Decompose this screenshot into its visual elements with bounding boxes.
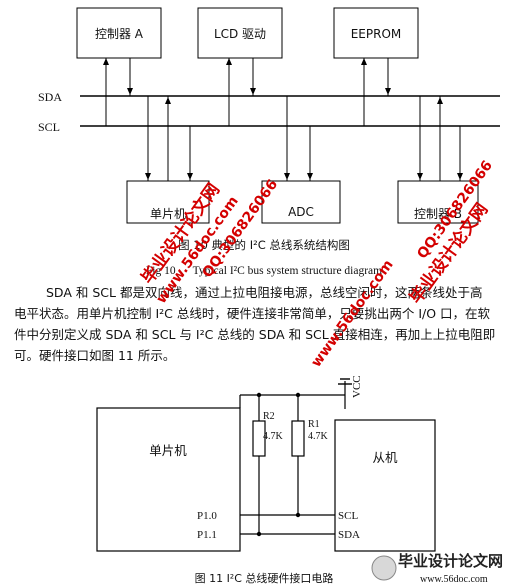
fig10-adc-box (261, 180, 341, 224)
body-line-4: 可。硬件接口如图 11 所示。 (14, 348, 176, 363)
fig10-label-controller-b: 控制器 B (414, 207, 462, 221)
fig10-controller-b-box (397, 180, 479, 224)
fig11-diagram (96, 381, 436, 552)
fig11-label-sda: SDA (338, 529, 360, 541)
fig10-label-mcu: 单片机 (150, 207, 186, 221)
fig11-mcu-box (96, 407, 241, 552)
resistor-r1 (291, 420, 305, 457)
fig11-label-vcc: VCC (351, 375, 363, 398)
fig10-controller-a-box (76, 7, 162, 59)
fig10-label-controller-a: 控制器 A (95, 27, 144, 41)
scl-line-label: SCL (38, 120, 60, 134)
fig10-caption-en: Fig 10 Typical I²C bus system structure … (146, 265, 382, 277)
fig10-lcd-box (197, 7, 283, 59)
body-line-3: 件中分别定义成 SDA 和 SCL 与 I²C 总线的 SDA 和 SCL 直接… (14, 327, 496, 342)
vcc-symbol (338, 378, 352, 385)
fig11-label-slave: 从机 (372, 450, 398, 465)
fig10-arrowheads (103, 58, 463, 180)
sda-line-label: SDA (38, 90, 62, 104)
fig11-label-p11: P1.1 (197, 529, 217, 541)
fig10-label-lcd: LCD 驱动 (214, 27, 266, 41)
site-logo: 毕业设计论文网 www.56doc.com (371, 552, 503, 585)
fig11-label-scl: SCL (338, 510, 358, 522)
body-line-2: 电平状态。用单片机控制 I²C 总线时，硬件连接非常简单，只要挑出两个 I/O … (14, 306, 491, 321)
fig11-junctions (256, 392, 301, 537)
body-paragraph: SDA 和 SCL 都是双向线，通过上拉电阻接电源，总线空闲时，这两条线处于高 … (14, 282, 519, 366)
logo-mark (371, 555, 397, 581)
body-line-1: SDA 和 SCL 都是双向线，通过上拉电阻接电源，总线空闲时，这两条线处于高 (46, 285, 483, 300)
fig11-label-r1: R1 (308, 419, 320, 430)
logo-text: 毕业设计论文网 (398, 552, 503, 570)
fig11-label-p10: P1.0 (197, 510, 217, 522)
fig11-slave-box (334, 419, 436, 552)
fig11-label-r2: R2 (263, 411, 275, 422)
fig10-eeprom-box (333, 7, 419, 59)
fig11-caption: 图 11 I²C 总线硬件接口电路 (195, 571, 334, 585)
fig11-label-r1-value: 4.7K (308, 431, 329, 442)
fig11-label-r2-value: 4.7K (263, 431, 284, 442)
fig10-caption-cn: 图 10 典型的 I²C 总线系统结构图 (178, 238, 350, 252)
fig10-label-adc: ADC (288, 205, 314, 219)
fig11-label-mcu: 单片机 (149, 443, 187, 458)
fig10-label-eeprom: EEPROM (351, 27, 402, 41)
logo-url: www.56doc.com (420, 574, 488, 585)
